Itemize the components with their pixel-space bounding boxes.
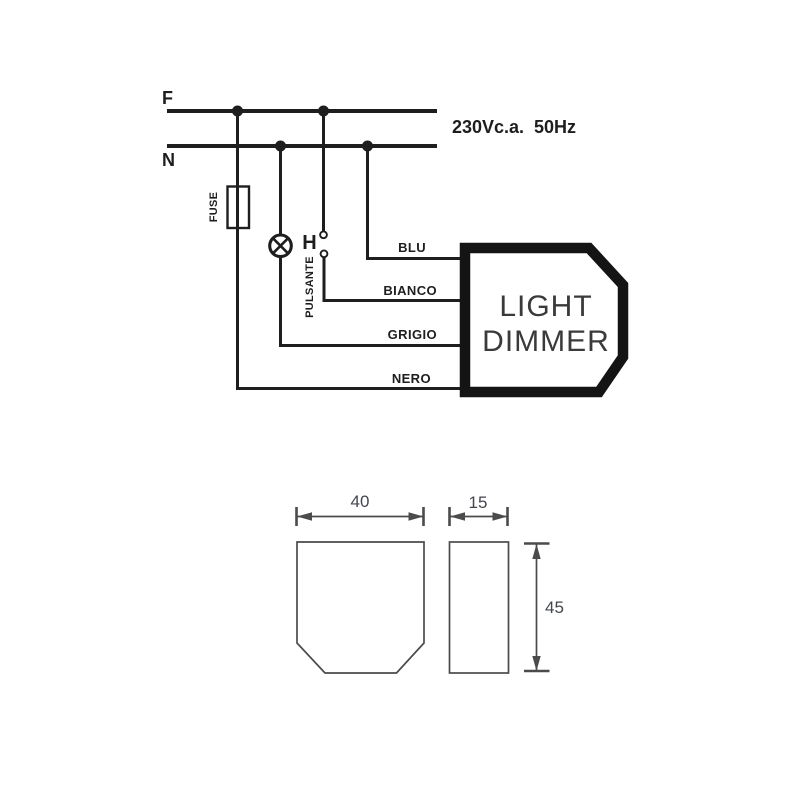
dimension-height: 45 [545,598,564,617]
bianco-wire [322,257,466,302]
dim-40-arrow-right [408,512,424,521]
dimmer-box [459,242,629,398]
dimension-side-width: 15 [468,493,488,512]
blu-wire [366,146,466,260]
wire-label-blu: BLU [398,240,426,255]
side-view-outline [448,541,510,674]
dim-15-arrow-left [450,512,465,521]
dim-15-arrow-right [492,512,508,521]
lamp-icon [268,233,293,259]
switch-terminal-bottom [319,249,329,259]
dimmer-title-line2: DIMMER [482,325,610,358]
fuse-label: FUSE [208,191,220,223]
dim-45-arrow-bottom [532,656,541,671]
wire-label-nero: NERO [391,371,431,386]
junction-dot [318,105,329,117]
wire-label-bianco: BIANCO [383,283,437,298]
junction-dot [362,140,373,152]
wire-label-grigio: GRIGIO [387,327,437,342]
junction-dot [275,140,286,152]
front-view-outline [296,541,425,674]
pushbutton-label: PULSANTE [304,256,316,318]
pushbutton-actuator-icon: H [302,232,317,254]
dimension-front-width: 40 [350,492,370,511]
junction-dot [232,105,243,117]
neutral-label: N [162,150,175,170]
supply-voltage-label: 230Vc.a. 50Hz [451,117,577,137]
fuse-icon [226,185,251,230]
dim-40-arrow-left [297,512,312,521]
grigio-wire [279,256,466,347]
nero-wire [236,111,466,390]
dim-45-arrow-top [532,544,541,559]
dimmer-title-line1: LIGHT [499,290,593,323]
phase-label: F [162,88,173,108]
switch-terminal-top [319,230,328,240]
